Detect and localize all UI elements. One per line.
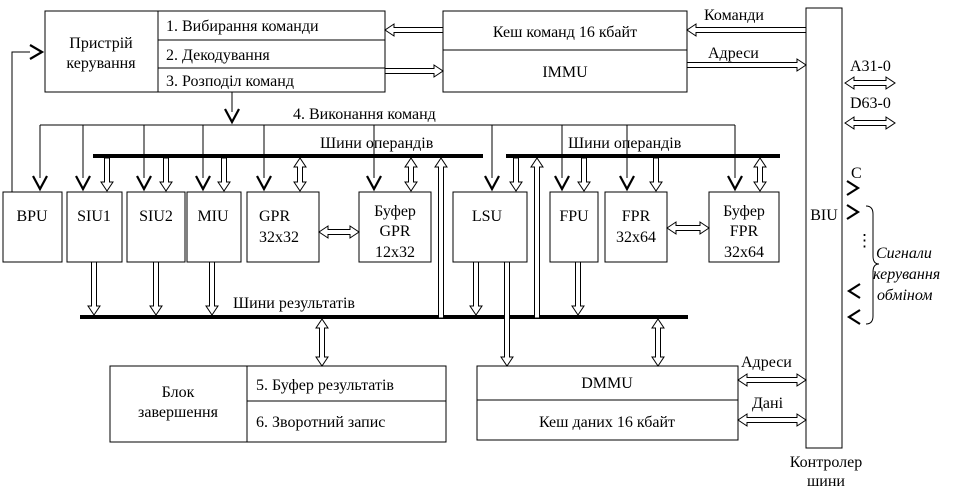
biu-to-icache-arrow	[686, 23, 807, 37]
gpr-buffer-label-2: GPR	[379, 223, 410, 240]
instruction-cache-box	[442, 10, 688, 93]
siu2-label: SIU2	[139, 208, 173, 225]
gpr-label-1: GPR	[259, 208, 290, 225]
biu-label: BIU	[810, 207, 838, 224]
biu-box	[805, 7, 843, 449]
fpu-result-arrow	[571, 261, 585, 316]
addresses-top-label: Адреси	[708, 45, 759, 62]
fpr-buffer-label-1: Буфер	[723, 203, 765, 220]
fpr-buffer-operand-bidir-arrow	[753, 157, 767, 192]
operand-bus-right-label: Шини операндів	[568, 135, 682, 152]
d-bus-label: D63-0	[850, 95, 891, 112]
miu-box	[186, 191, 242, 263]
dmmu-label: DMMU	[581, 375, 633, 392]
gpr-box	[246, 191, 320, 263]
completion-unit-box	[109, 365, 447, 443]
exchange-signal-chevrons	[846, 180, 861, 325]
fpr-operand-arrow	[649, 157, 663, 192]
exchange-signals-1: Сигнали	[876, 245, 932, 262]
gpr-buffer-box	[358, 191, 432, 263]
commands-label: Команди	[704, 7, 764, 24]
result-completion-arrow	[315, 318, 329, 367]
result-to-operand-right-arrow	[530, 157, 544, 319]
result-bus-label: Шини результатів	[233, 295, 355, 312]
lsu-label: LSU	[472, 208, 503, 225]
dispatch-chevron	[224, 108, 240, 125]
control-unit-label-2: керування	[66, 55, 136, 72]
result-buffer-label: 5. Буфер результатів	[256, 377, 394, 394]
bpu-feedback-chevron	[29, 44, 45, 60]
lsu-box	[452, 191, 528, 263]
addresses-bottom-label: Адреси	[741, 354, 792, 371]
siu2-result-arrow	[149, 261, 163, 316]
dispatch-arrows	[32, 175, 743, 192]
dispatch-to-immu-arrow	[384, 64, 444, 78]
data-label: Дані	[752, 395, 784, 412]
fpr-buffer-label-3: 32x64	[724, 244, 764, 261]
completion-label-2: завершення	[138, 404, 219, 421]
data-cache-box	[476, 365, 739, 441]
operand-bus-left-label: Шини операндів	[320, 135, 434, 152]
instruction-cache-label: Кеш команд 16 кбайт	[493, 24, 637, 41]
completion-label-1: Блок	[162, 384, 195, 401]
miu-label: MIU	[197, 208, 229, 225]
fpu-operand-arrow	[577, 157, 591, 192]
siu2-box	[126, 191, 186, 263]
fpu-label: FPU	[559, 208, 589, 225]
miu-result-arrow	[205, 261, 219, 316]
fpr-buffer-label-2: FPR	[730, 223, 759, 240]
fpr-buffer-link-arrow	[666, 221, 710, 235]
gpr-buffer-label-3: 12x32	[375, 244, 415, 261]
biu-caption-1: Контролер	[790, 454, 863, 471]
gpr-buffer-operand-bidir-arrow	[404, 157, 418, 192]
gpr-label-2: 32x32	[259, 229, 299, 246]
write-back-label: 6. Зворотний запис	[256, 414, 385, 431]
c-signal-label: C	[851, 165, 862, 182]
bpu-box	[2, 191, 63, 263]
stage-fetch-label: 1. Вибирання команди	[166, 18, 319, 35]
gpr-buffer-label-1: Буфер	[374, 203, 416, 220]
data-cache-label: Кеш даних 16 кбайт	[539, 414, 675, 431]
hollow-arrows	[87, 23, 896, 427]
miu-operand-arrow	[217, 157, 231, 192]
stage-decode-label: 2. Декодування	[166, 47, 270, 64]
siu1-label: SIU1	[77, 208, 111, 225]
fpr-label-1: FPR	[622, 208, 651, 225]
siu1-operand-arrow	[100, 157, 114, 192]
data-bus-arrow	[844, 116, 896, 130]
ellipsis-dots: ⋮	[856, 231, 873, 250]
immu-label: IMMU	[542, 64, 588, 81]
control-unit-box	[44, 10, 386, 93]
siu1-result-arrow	[87, 261, 101, 316]
gpr-operand-bidir-arrow	[293, 157, 307, 192]
result-to-operand-left-arrow	[434, 157, 448, 319]
exchange-signals-2: керування	[873, 266, 940, 283]
dcache-data-arrow	[737, 413, 807, 427]
lsu-result-arrow	[469, 261, 483, 316]
control-unit-label-1: Пристрій	[69, 35, 133, 52]
fpr-buffer-box	[708, 191, 780, 263]
fpu-box	[549, 191, 599, 263]
siu2-operand-arrow	[159, 157, 173, 192]
bpu-label: BPU	[16, 208, 48, 225]
dcache-address-arrow	[737, 373, 807, 387]
result-dcache-arrow	[651, 318, 665, 367]
execute-stage-label: 4. Виконання команд	[293, 106, 436, 123]
stage-dispatch-label: 3. Розподіл команд	[166, 73, 294, 90]
biu-caption-2: шини	[807, 473, 845, 490]
a-bus-label: A31-0	[850, 58, 891, 75]
lsu-operand-arrow	[509, 157, 523, 192]
exchange-signals-3: обміном	[877, 287, 932, 304]
address-bus-arrow	[844, 76, 896, 90]
fpr-label-2: 32x64	[616, 229, 656, 246]
bpu-feedback-line	[11, 51, 30, 192]
siu1-box	[66, 191, 123, 263]
exchange-signals-brace	[865, 205, 880, 325]
fpr-box	[604, 191, 668, 263]
icache-to-fetch-arrow	[384, 23, 444, 37]
lsu-to-dmmu-arrow	[500, 261, 514, 367]
immu-to-biu-arrow	[686, 58, 807, 72]
gpr-buffer-link-arrow	[318, 225, 360, 239]
